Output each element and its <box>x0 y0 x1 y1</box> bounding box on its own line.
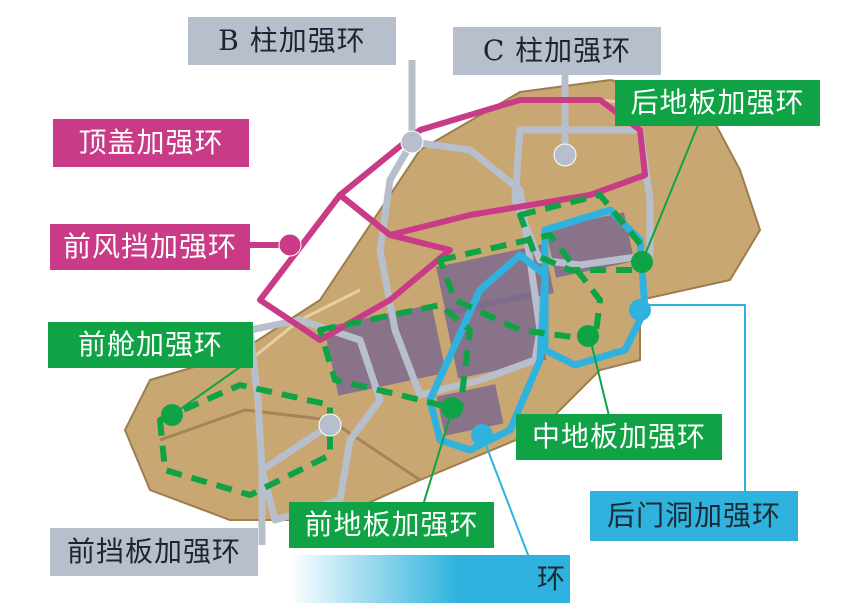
label-rear-floor-ring: 后地板加强环 <box>615 80 820 126</box>
label-roof-ring: 顶盖加强环 <box>53 119 249 167</box>
label-mid-floor-ring: 中地板加强环 <box>516 414 722 460</box>
label-front-cabin-ring: 前舱加强环 <box>48 322 253 368</box>
label-rear-door-ring: 后门洞加强环 <box>590 491 798 541</box>
label-dash-panel-ring: 前挡板加强环 <box>50 528 258 576</box>
label-c-pillar-ring: C 柱加强环 <box>453 27 661 75</box>
label-front-floor-ring: 前地板加强环 <box>289 502 494 548</box>
roof-ring <box>337 97 648 238</box>
label-front-windshield-ring: 前风挡加强环 <box>50 224 250 270</box>
front-door-ring <box>426 251 549 454</box>
label-b-pillar-ring: B 柱加强环 <box>188 17 396 65</box>
connector-dots <box>161 130 653 446</box>
windshield-ring <box>257 192 453 343</box>
label-front-door-ring-partial: 环 <box>290 555 570 603</box>
rear-floor-ring <box>517 192 648 273</box>
b-pillar-ring <box>376 138 544 399</box>
front-cabin-ring <box>157 382 333 498</box>
